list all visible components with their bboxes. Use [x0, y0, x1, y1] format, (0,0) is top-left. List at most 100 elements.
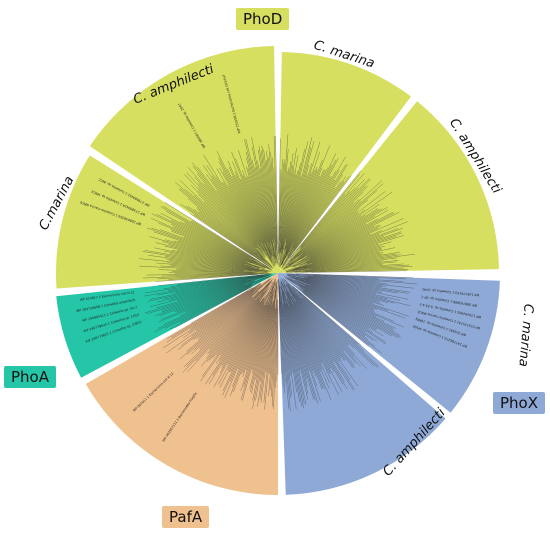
tree-branch [157, 274, 271, 303]
tree-branch [198, 211, 270, 267]
tree-branch [301, 207, 388, 260]
tree-branch [292, 276, 380, 302]
tree-branch [230, 282, 274, 373]
tree-branch [282, 141, 321, 259]
tree-branch [282, 169, 340, 266]
tree-branch [192, 162, 265, 256]
tree-branch [313, 275, 417, 285]
tree-branch [282, 170, 298, 249]
tree-branch [198, 187, 264, 258]
tree-branch [240, 286, 274, 375]
tree-branch [218, 161, 273, 263]
tree-branch [171, 231, 264, 268]
tree-branch [292, 289, 357, 364]
tree-branch [210, 178, 264, 253]
tree-branch [160, 265, 269, 273]
tree-branch [186, 172, 272, 267]
tree-branch [144, 274, 268, 294]
tree-branch [303, 278, 376, 295]
tree-branch [257, 160, 276, 259]
tree-branch [158, 284, 251, 323]
tree-branch [294, 181, 345, 251]
tree-branch [156, 262, 260, 272]
tree-branch [184, 174, 263, 258]
tree-branch [278, 163, 284, 260]
tree-branch [147, 274, 272, 302]
tree-branch [260, 150, 277, 259]
tree-branch [285, 141, 309, 240]
tree-branch [193, 195, 268, 264]
tree-branch [280, 175, 302, 263]
tree-branch [292, 176, 332, 248]
tree-branch [293, 278, 388, 311]
tree-branch [269, 304, 276, 374]
tree-branch [280, 292, 297, 409]
tree-branch [289, 174, 360, 259]
tree-branch [290, 276, 409, 317]
tree-branch [279, 164, 309, 267]
tree-branch [310, 285, 375, 310]
tree-branch [293, 187, 336, 250]
tree-branch [303, 277, 381, 292]
tree-branch [188, 285, 259, 333]
tree-branch [251, 146, 277, 264]
tree-branch [287, 274, 411, 293]
tree-branch [149, 236, 260, 268]
tree-branch [249, 304, 271, 389]
tree-branch [222, 171, 275, 267]
tree-branch [169, 286, 252, 330]
tree-branch [288, 278, 392, 337]
tree-branch [173, 240, 265, 270]
tree-branch [243, 280, 276, 387]
tree-branch [218, 157, 273, 262]
tree-branch [179, 221, 249, 258]
tree-branch [199, 297, 254, 351]
tree-branch [139, 258, 267, 273]
tree-branch [164, 245, 271, 272]
tree-branch [167, 262, 252, 271]
tree-branch [199, 290, 260, 349]
tree-branch [245, 151, 275, 261]
tree-branch [306, 231, 402, 264]
tree-branch [186, 290, 258, 355]
tree-branch [286, 303, 316, 401]
tree-branch [143, 275, 263, 297]
tree-branch [279, 285, 297, 392]
tree-branch [285, 172, 312, 251]
tree-branch [216, 190, 267, 258]
tree-branch [286, 283, 355, 368]
tree-branch [160, 206, 256, 261]
tree-branch [170, 253, 259, 270]
tree-branch [173, 226, 273, 271]
tree-branch [285, 284, 355, 390]
tree-branch [294, 267, 405, 273]
tree-branch [182, 281, 270, 373]
tree-branch [163, 275, 260, 290]
tree-branch [228, 166, 272, 259]
tree-branch [282, 302, 300, 402]
tree-branch [155, 274, 258, 282]
tree-branch [293, 228, 399, 268]
tree-branch [281, 167, 328, 265]
tree-branch [307, 275, 389, 285]
tree-branch [165, 211, 255, 261]
tree-branch [165, 258, 256, 271]
tree-branch [279, 171, 288, 251]
tree-branch [195, 288, 264, 362]
tree-branch [195, 293, 253, 339]
tree-branch [313, 274, 379, 279]
tree-branch [185, 205, 272, 269]
tree-branch [251, 290, 274, 371]
tree-branch [144, 280, 252, 314]
tree-branch [285, 283, 346, 361]
tree-branch [299, 281, 395, 322]
tree-branch [169, 275, 269, 301]
tree-branch [197, 278, 272, 341]
tree-branch [171, 220, 257, 263]
tree-branch [271, 295, 278, 407]
tree-branch [281, 175, 321, 266]
tree-branch [244, 139, 271, 242]
tree-branch [280, 301, 291, 398]
tree-branch [284, 278, 382, 354]
tree-branch [177, 290, 256, 351]
